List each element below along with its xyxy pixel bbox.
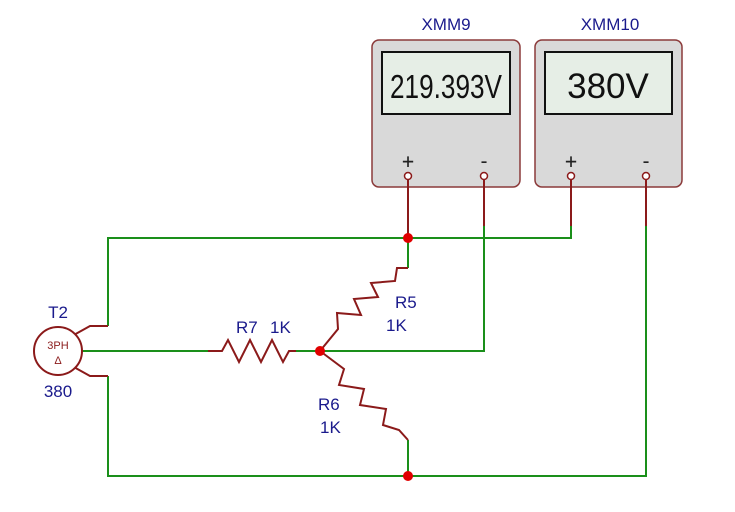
wire-top-rail	[107, 226, 572, 326]
resistor-r5	[319, 267, 408, 352]
xmm10-plus-terminal[interactable]	[566, 171, 576, 181]
xmm9-display	[381, 51, 511, 115]
multimeter-xmm10[interactable]: XMM10 380V + -	[534, 15, 683, 188]
junction-neutral	[315, 346, 325, 356]
r5-name-label: R5	[395, 293, 417, 312]
junctions	[315, 233, 413, 481]
wires	[82, 226, 647, 477]
source-lead-a	[71, 325, 108, 337]
xmm9-reading: 219.393V	[390, 68, 502, 105]
xmm9-label: XMM9	[421, 15, 470, 34]
source-lead-c	[71, 365, 108, 377]
xmm9-minus-terminal[interactable]	[479, 171, 489, 181]
r7-name-label: R7	[236, 318, 258, 337]
wire-bottom-rail	[107, 226, 647, 477]
source-type-label: 3PH	[47, 340, 68, 352]
r6-name-label: R6	[318, 395, 340, 414]
xmm9-plus-terminal[interactable]	[403, 171, 413, 181]
xmm10-minus-terminal[interactable]	[641, 171, 651, 181]
resistors	[208, 267, 409, 441]
meter-leads	[407, 180, 647, 238]
junction-bottom	[403, 471, 413, 481]
xmm9-minus-sign: -	[478, 149, 490, 173]
source-t2[interactable]: 3PH Δ T2 380	[33, 303, 108, 401]
resistor-r6	[319, 350, 409, 441]
r6-value-label: 1K	[320, 418, 341, 437]
r7-value-label: 1K	[270, 318, 291, 337]
source-value-label: 380	[44, 382, 72, 401]
xmm10-minus-sign: -	[640, 149, 652, 173]
resistor-r7	[208, 337, 296, 365]
xmm9-plus-sign: +	[402, 149, 414, 173]
multimeter-xmm9[interactable]: XMM9 219.393V + -	[371, 15, 521, 188]
xmm10-label: XMM10	[581, 15, 640, 34]
xmm10-plus-sign: +	[565, 149, 577, 173]
resistor-labels: R7 1K R5 1K R6 1K	[236, 293, 417, 437]
xmm10-reading: 380V	[567, 67, 649, 106]
junction-top	[403, 233, 413, 243]
source-circle	[33, 326, 83, 376]
wire-neutral-to-xmm9	[296, 226, 485, 352]
xmm10-display	[544, 51, 673, 115]
r5-value-label: 1K	[386, 316, 407, 335]
source-name-label: T2	[48, 303, 68, 322]
delta-icon: Δ	[54, 355, 62, 367]
